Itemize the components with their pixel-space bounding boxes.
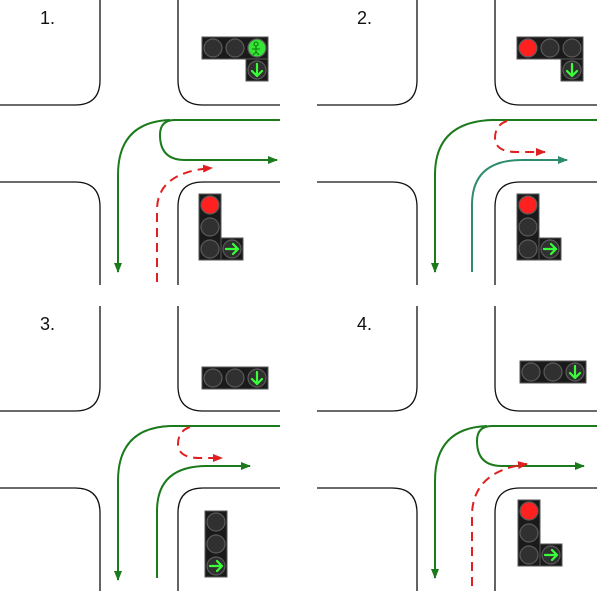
signal-upper <box>201 36 269 82</box>
yield-u-turn-path <box>176 426 223 462</box>
signal-lamp <box>562 38 582 58</box>
signal-lamp <box>203 38 223 58</box>
u-turn-path <box>475 425 597 470</box>
signal-lamp <box>540 38 560 58</box>
signal-lamp-red <box>518 38 538 58</box>
cross-turn-path <box>156 462 251 578</box>
panel-3: 3. <box>0 305 281 592</box>
panel-4: 4. <box>316 305 598 592</box>
panel-1: 1. <box>0 0 281 286</box>
left-turn-path <box>114 119 171 273</box>
signal-lamp-red <box>518 195 538 215</box>
road-curbs <box>0 305 281 592</box>
signal-lamp-red <box>200 195 220 215</box>
arrow-down-icon <box>565 62 579 78</box>
panel-label: 4. <box>357 314 372 334</box>
signal-lamp-red <box>519 501 539 521</box>
signal-lamp-green <box>247 38 267 58</box>
left-turn-path <box>431 425 488 579</box>
yield-turn-path <box>156 164 213 282</box>
signal-lower <box>515 192 563 262</box>
panel-label: 2. <box>357 8 372 28</box>
signal-lower <box>197 192 245 262</box>
left-turn-path <box>431 119 597 273</box>
signal-lower <box>516 498 564 568</box>
signal-upper <box>516 36 584 82</box>
u-turn-path <box>158 119 280 164</box>
panel-label: 1. <box>40 8 55 28</box>
arrow-down-icon <box>250 62 264 78</box>
cross-turn-path <box>471 156 568 272</box>
panel-label: 3. <box>40 314 55 334</box>
yield-u-turn-path <box>493 120 546 156</box>
left-turn-path <box>114 425 280 581</box>
signal-lower <box>203 509 229 579</box>
signal-lamp <box>225 38 245 58</box>
signal-upper <box>200 365 270 391</box>
panel-2: 2. <box>316 0 598 286</box>
yield-turn-path <box>471 461 528 586</box>
signal-upper <box>518 359 588 385</box>
pedestrian-icon <box>252 41 260 56</box>
